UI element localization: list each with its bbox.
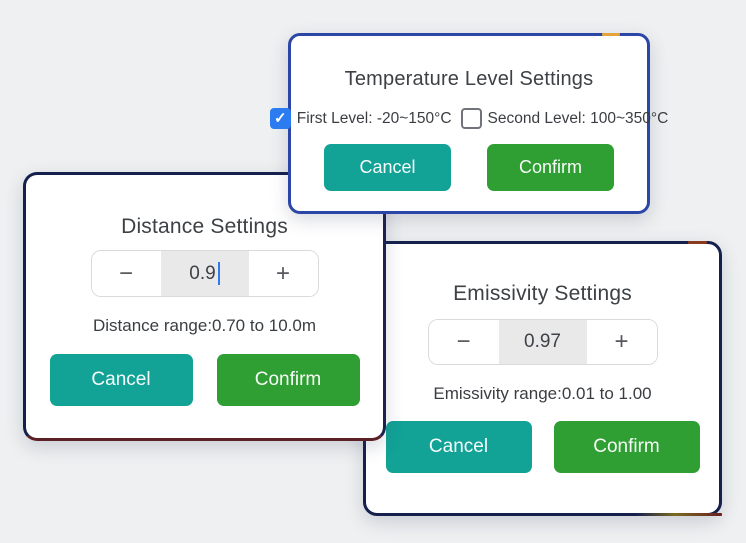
emissivity-range-text: Emissivity range:0.01 to 1.00 — [433, 384, 652, 403]
temperature-level-settings-dialog: Temperature Level Settings ✓ First Level… — [269, 33, 668, 214]
confirm-button[interactable]: Confirm — [216, 354, 360, 406]
cancel-button[interactable]: Cancel — [324, 144, 451, 191]
plus-icon: + — [614, 328, 629, 355]
distance-range-text: Distance range:0.70 to 10.0m — [92, 316, 317, 335]
emissivity-settings-dialog: Emissivity Settings − 0.97 + Emissivity … — [363, 241, 722, 516]
distance-buttons-row: Cancel Confirm — [49, 354, 360, 406]
decrement-button[interactable]: − — [428, 320, 499, 364]
dialog-title: Emissivity Settings — [453, 282, 632, 305]
dialog-title: Temperature Level Settings — [344, 68, 594, 90]
border-glitch-rust — [688, 241, 707, 244]
increment-button[interactable]: + — [248, 251, 318, 296]
minus-icon: − — [118, 259, 133, 287]
second-level-label: Second Level: 100~350°C — [487, 109, 669, 127]
second-level-checkbox[interactable]: ✓ — [460, 108, 482, 129]
first-level-checkbox[interactable]: ✓ — [269, 108, 291, 129]
temperature-options-row: ✓ First Level: -20~150°C ✓ Second Level:… — [269, 108, 669, 129]
emissivity-buttons-row: Cancel Confirm — [385, 421, 700, 473]
dialog-title: Distance Settings — [121, 215, 288, 238]
increment-button[interactable]: + — [586, 320, 657, 364]
border-glitch-orange — [602, 33, 620, 36]
second-level-option: ✓ Second Level: 100~350°C — [460, 108, 669, 129]
emissivity-value-field[interactable]: 0.97 — [498, 320, 587, 364]
cancel-button[interactable]: Cancel — [49, 354, 193, 406]
distance-value-field[interactable]: 0.9 — [160, 251, 249, 296]
emissivity-value: 0.97 — [524, 331, 561, 352]
emissivity-stepper: − 0.97 + — [427, 319, 658, 365]
first-level-option: ✓ First Level: -20~150°C — [269, 108, 452, 129]
cancel-button[interactable]: Cancel — [385, 421, 532, 473]
distance-settings-dialog: Distance Settings − 0.9 + Distance range… — [23, 172, 386, 441]
distance-stepper: − 0.9 + — [90, 250, 319, 297]
minus-icon: − — [456, 328, 471, 355]
first-level-label: First Level: -20~150°C — [296, 109, 452, 127]
border-glitch-gradient — [636, 513, 722, 516]
decrement-button[interactable]: − — [91, 251, 161, 296]
confirm-button[interactable]: Confirm — [553, 421, 700, 473]
confirm-button[interactable]: Confirm — [487, 144, 614, 191]
plus-icon: + — [275, 259, 290, 287]
text-cursor — [217, 262, 220, 285]
distance-value: 0.9 — [189, 262, 216, 284]
check-icon: ✓ — [273, 110, 287, 127]
temperature-buttons-row: Cancel Confirm — [324, 144, 614, 191]
